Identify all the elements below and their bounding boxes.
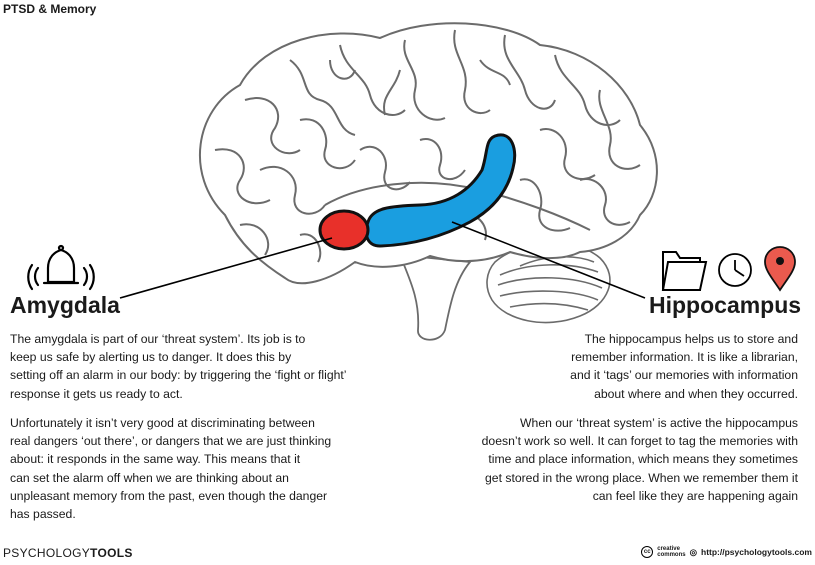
text-line: can set the alarm off when we are thinki… <box>10 470 289 485</box>
amygdala-paragraph-1: The amygdala is part of our ‘threat syst… <box>10 330 410 403</box>
text-line: real dangers ‘out there’, or dangers tha… <box>10 434 332 449</box>
map-pin-icon <box>764 246 796 292</box>
brand-suffix: TOOLS <box>90 546 133 560</box>
text-line: about where and when they occurred. <box>594 386 798 401</box>
text-line: remember information. It is like a libra… <box>571 350 798 365</box>
text-line: can feel like they are happening again <box>592 488 798 503</box>
cc-line-2: commons <box>657 552 686 558</box>
amygdala-connector-line <box>119 237 333 299</box>
amygdala-heading: Amygdala <box>10 292 120 318</box>
hippocampus-connector-line <box>451 221 646 299</box>
cerebrum <box>198 22 658 285</box>
text-line: setting off an alarm in our body: by tri… <box>10 368 347 383</box>
amygdala-paragraph-2: Unfortunately it isn’t very good at disc… <box>10 414 410 523</box>
clock-icon <box>718 253 752 287</box>
text-line: The hippocampus helps us to store and <box>584 332 798 346</box>
page-title: PTSD & Memory <box>3 2 97 16</box>
website-url[interactable]: http://psychologytools.com <box>701 547 812 557</box>
hippocampus-paragraph-2: When our ‘threat system’ is active the h… <box>438 414 798 505</box>
text-line: about: it responds in the same way. This… <box>10 452 301 467</box>
cerebellum <box>486 242 611 324</box>
cc-line-1: creative <box>657 546 680 552</box>
text-line: When our ‘threat system’ is active the h… <box>520 416 798 430</box>
brain-stem <box>398 253 472 341</box>
amygdala-region <box>318 209 370 251</box>
text-line: Unfortunately it isn’t very good at disc… <box>10 416 315 430</box>
text-line: has passed. <box>10 507 76 522</box>
brand-logo: PSYCHOLOGYTOOLS <box>3 546 133 560</box>
text-line: and it ‘tags’ our memories with informat… <box>570 368 798 383</box>
hippocampus-heading: Hippocampus <box>649 292 802 318</box>
folder-icon <box>661 251 708 291</box>
hippocampus-region <box>364 133 517 248</box>
creative-commons-icon: cc <box>641 546 654 558</box>
hippocampus-paragraph-1: The hippocampus helps us to store and re… <box>498 330 798 403</box>
text-line: time and place information, which means … <box>488 452 798 467</box>
globe-icon: ◎ <box>689 546 698 557</box>
alarm-bell-icon <box>27 244 95 291</box>
brand-prefix: PSYCHOLOGY <box>3 546 91 560</box>
text-line: unpleasant memory from the past, even th… <box>10 488 328 503</box>
text-line: doesn’t work so well. It can forget to t… <box>481 434 798 449</box>
text-line: The amygdala is part of our ‘threat syst… <box>10 332 306 346</box>
text-line: get stored in the wrong place. When we r… <box>485 470 798 485</box>
text-line: keep us safe by alerting us to danger. I… <box>10 350 292 365</box>
text-line: response it gets us ready to act. <box>10 386 183 401</box>
